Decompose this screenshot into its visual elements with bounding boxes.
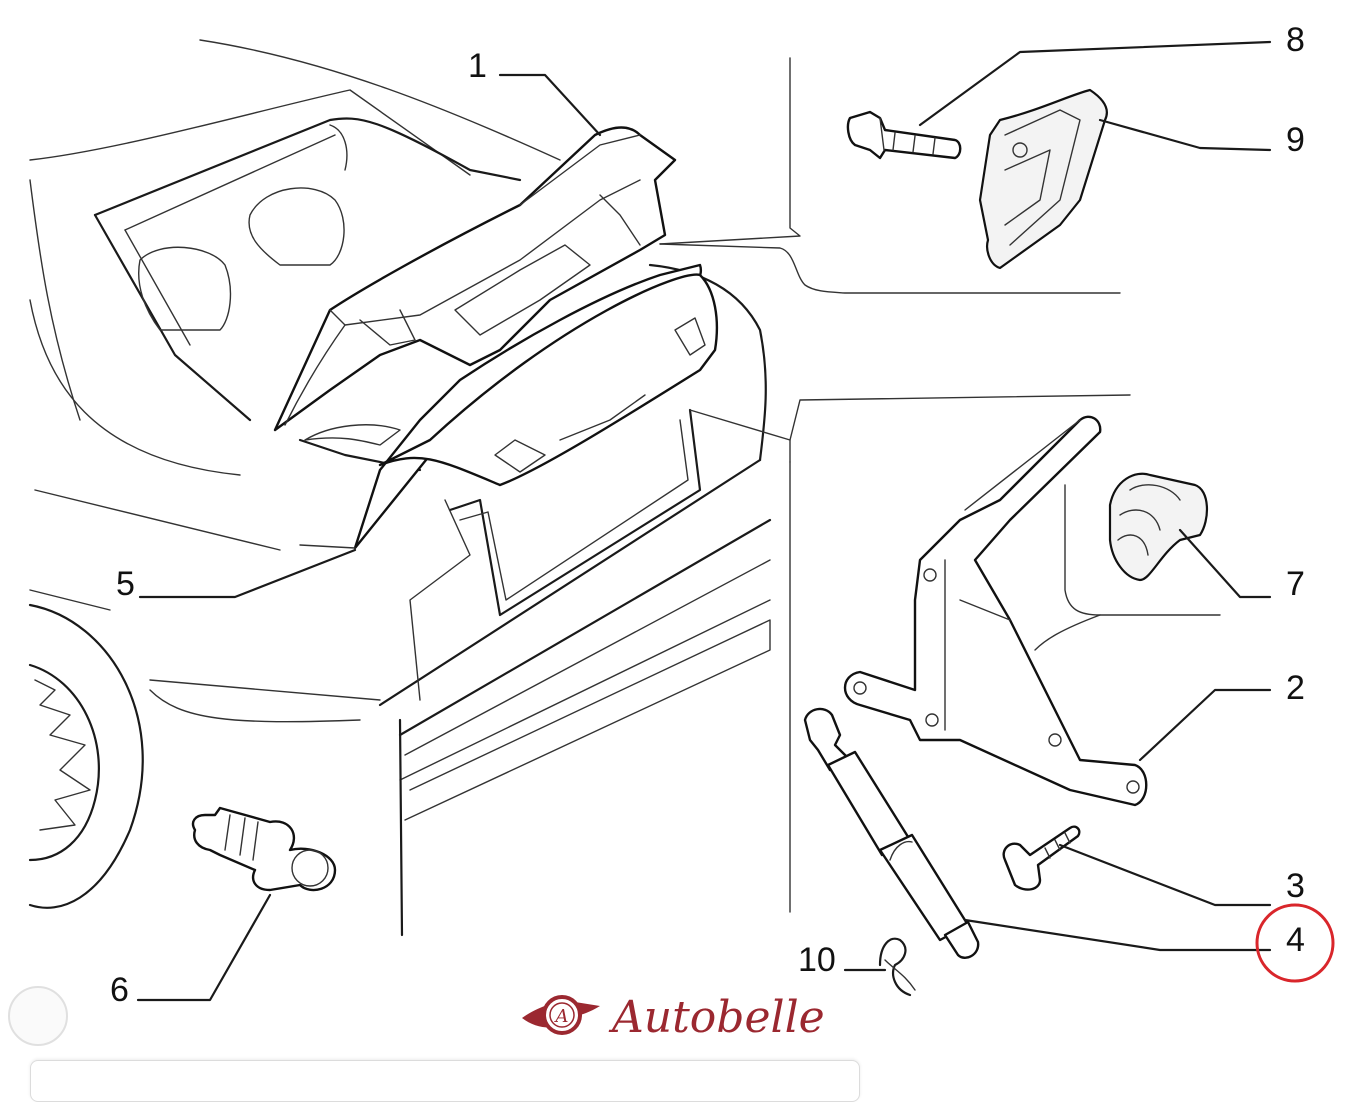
logo-monogram: A xyxy=(554,1006,569,1027)
part-label-1: 1 xyxy=(468,47,487,85)
part-label-2: 2 xyxy=(1286,669,1305,707)
autobelle-logo: A Autobelle xyxy=(522,992,825,1043)
round-action-button[interactable] xyxy=(8,986,68,1046)
part-label-4: 4 xyxy=(1286,921,1305,959)
part-label-6: 6 xyxy=(110,971,129,1009)
hinge-group xyxy=(689,394,1221,913)
gas-strut-part xyxy=(803,707,980,959)
highlight-circle xyxy=(1255,903,1335,983)
part-label-5: 5 xyxy=(116,565,135,603)
clip-part xyxy=(878,937,916,997)
part-label-3: 3 xyxy=(1286,867,1305,905)
part-label-10: 10 xyxy=(798,941,836,979)
brand-name: Autobelle xyxy=(608,992,825,1043)
pin-part xyxy=(191,806,337,892)
part-label-8: 8 xyxy=(1286,21,1305,59)
bracket-group-8-9 xyxy=(659,57,1121,294)
leader-lines xyxy=(136,40,1272,1002)
spoiler-part xyxy=(273,126,677,432)
part-labels: 1 2 3 4 5 6 7 8 9 10 xyxy=(110,21,1305,1009)
car-body-illustration xyxy=(28,39,772,937)
part-label-9: 9 xyxy=(1286,121,1305,159)
bottom-panel xyxy=(30,1060,860,1102)
part-label-7: 7 xyxy=(1286,565,1305,603)
screw-part xyxy=(1002,825,1081,891)
